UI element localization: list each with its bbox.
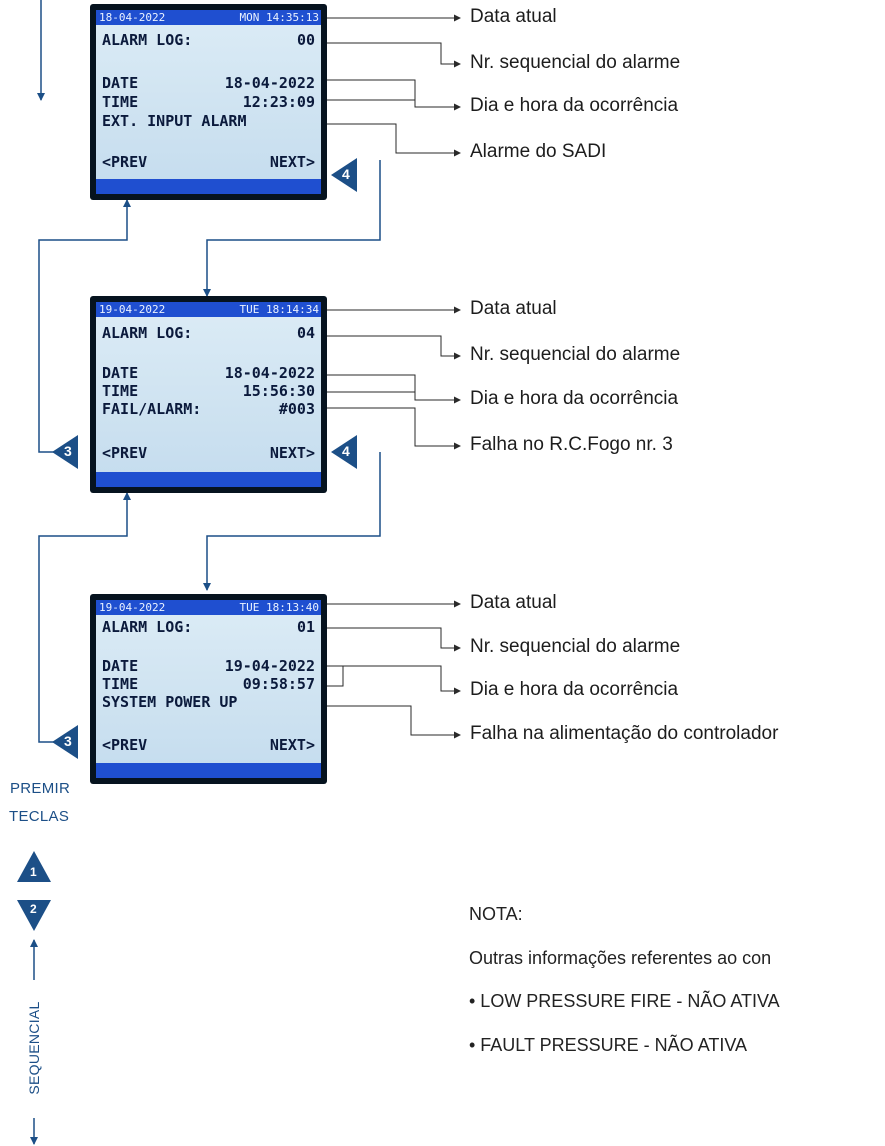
note-text: Outras informações referentes ao con	[469, 948, 772, 968]
annotation-sequence-2: Nr. sequencial do alarme	[470, 344, 681, 365]
annotation-event-2: Falha no R.C.Fogo nr. 3	[470, 434, 673, 455]
lcd-screen-3: 19-04-2022 TUE 18:13:40 ALARM LOG: 01 DA…	[90, 594, 327, 784]
prev-softkey[interactable]: <PREV	[102, 153, 148, 171]
annotation-sequence-1: Nr. sequencial do alarme	[470, 52, 681, 73]
date-row: DATE 19-04-2022	[102, 657, 315, 675]
event-row: FAIL/ALARM: #003	[102, 400, 315, 418]
alarm-log-label: ALARM LOG:	[102, 31, 193, 49]
teclas-label: TECLAS	[9, 808, 70, 825]
date-label: DATE	[102, 364, 139, 382]
alarm-log-row: ALARM LOG: 01	[102, 618, 315, 636]
prev-key-badge-2	[52, 725, 78, 759]
date-row: DATE 18-04-2022	[102, 364, 315, 382]
time-value: 09:58:57	[242, 675, 315, 693]
lcd-screen-2: 19-04-2022 TUE 18:14:34 ALARM LOG: 04 DA…	[90, 296, 327, 493]
event-value: #003	[278, 400, 315, 418]
date-label: DATE	[102, 657, 139, 675]
alarm-log-number: 01	[296, 618, 315, 636]
prev-key-number-2: 3	[64, 733, 72, 749]
header-time: TUE 18:14:34	[239, 303, 319, 316]
header-date: 19-04-2022	[99, 303, 166, 316]
nav-row: <PREV NEXT>	[102, 153, 315, 171]
status-bar: 18-04-2022 MON 14:35:13	[96, 10, 321, 25]
time-label: TIME	[102, 382, 139, 400]
annotation-datetime-1: Dia e hora da ocorrência	[470, 95, 679, 116]
annotation-sequence-3: Nr. sequencial do alarme	[470, 636, 681, 657]
note-bullet-1: • LOW PRESSURE FIRE - NÃO ATIVA	[469, 991, 780, 1011]
annotation-current-date-1: Data atual	[470, 6, 557, 27]
status-bar: 19-04-2022 TUE 18:13:40	[96, 600, 321, 615]
event-label: FAIL/ALARM:	[102, 400, 202, 418]
next-softkey[interactable]: NEXT>	[269, 444, 315, 462]
annotation-datetime-2: Dia e hora da ocorrência	[470, 388, 679, 409]
prev-softkey[interactable]: <PREV	[102, 736, 148, 754]
down-key-badge	[17, 900, 51, 931]
status-bar: 19-04-2022 TUE 18:14:34	[96, 302, 321, 317]
bottom-bar	[96, 472, 321, 487]
time-label: TIME	[102, 93, 139, 111]
next-connector-1	[203, 160, 381, 297]
prev-key-number-1: 3	[64, 443, 72, 459]
annotation-current-date-2: Data atual	[470, 298, 557, 319]
time-value: 12:23:09	[242, 93, 315, 111]
annotation-event-1: Alarme do SADI	[470, 141, 607, 162]
event-label: SYSTEM POWER UP	[102, 693, 238, 711]
alarm-log-number: 00	[296, 31, 315, 49]
next-key-badge-2	[331, 435, 357, 469]
header-date: 18-04-2022	[99, 11, 166, 24]
next-softkey[interactable]: NEXT>	[269, 736, 315, 754]
alarm-log-label: ALARM LOG:	[102, 324, 193, 342]
time-value: 15:56:30	[242, 382, 315, 400]
time-label: TIME	[102, 675, 139, 693]
event-label: EXT. INPUT ALARM	[102, 112, 247, 130]
next-softkey[interactable]: NEXT>	[269, 153, 315, 171]
alarm-log-number: 04	[296, 324, 315, 342]
time-row: TIME 09:58:57	[102, 675, 315, 693]
date-value: 18-04-2022	[224, 74, 315, 92]
alarm-log-row: ALARM LOG: 00	[102, 31, 315, 49]
prev-connector-1	[38, 199, 131, 453]
event-row: SYSTEM POWER UP	[102, 693, 315, 711]
note-title: NOTA:	[469, 904, 523, 924]
prev-key-badge-1	[52, 435, 78, 469]
next-connector-2	[203, 452, 381, 591]
premir-label: PREMIR	[10, 780, 71, 797]
annotation-current-date-3: Data atual	[470, 592, 557, 613]
bottom-bar	[96, 763, 321, 778]
prev-connector-2	[38, 492, 131, 743]
date-value: 18-04-2022	[224, 364, 315, 382]
annotation-datetime-3: Dia e hora da ocorrência	[470, 679, 679, 700]
note-bullet-2: • FAULT PRESSURE - NÃO ATIVA	[469, 1035, 748, 1055]
next-key-number-1: 4	[342, 166, 350, 182]
event-row: EXT. INPUT ALARM	[102, 112, 315, 130]
next-key-number-2: 4	[342, 443, 350, 459]
sequencial-label: SEQUENCIAL	[26, 1001, 42, 1095]
down-key-number: 2	[30, 902, 37, 916]
bottom-bar	[96, 179, 321, 194]
up-key-badge	[17, 851, 51, 882]
date-value: 19-04-2022	[224, 657, 315, 675]
nav-row: <PREV NEXT>	[102, 736, 315, 754]
time-row: TIME 12:23:09	[102, 93, 315, 111]
alarm-log-label: ALARM LOG:	[102, 618, 193, 636]
lcd-screen-1: 18-04-2022 MON 14:35:13 ALARM LOG: 00 DA…	[90, 4, 327, 200]
nav-row: <PREV NEXT>	[102, 444, 315, 462]
annotation-event-3: Falha na alimentação do controlador	[470, 723, 779, 744]
alarm-log-row: ALARM LOG: 04	[102, 324, 315, 342]
date-row: DATE 18-04-2022	[102, 74, 315, 92]
header-date: 19-04-2022	[99, 601, 166, 614]
up-key-number: 1	[30, 865, 37, 879]
header-time: TUE 18:13:40	[239, 601, 319, 614]
time-row: TIME 15:56:30	[102, 382, 315, 400]
next-key-badge-1	[331, 158, 357, 192]
header-time: MON 14:35:13	[239, 11, 319, 24]
prev-softkey[interactable]: <PREV	[102, 444, 148, 462]
date-label: DATE	[102, 74, 139, 92]
